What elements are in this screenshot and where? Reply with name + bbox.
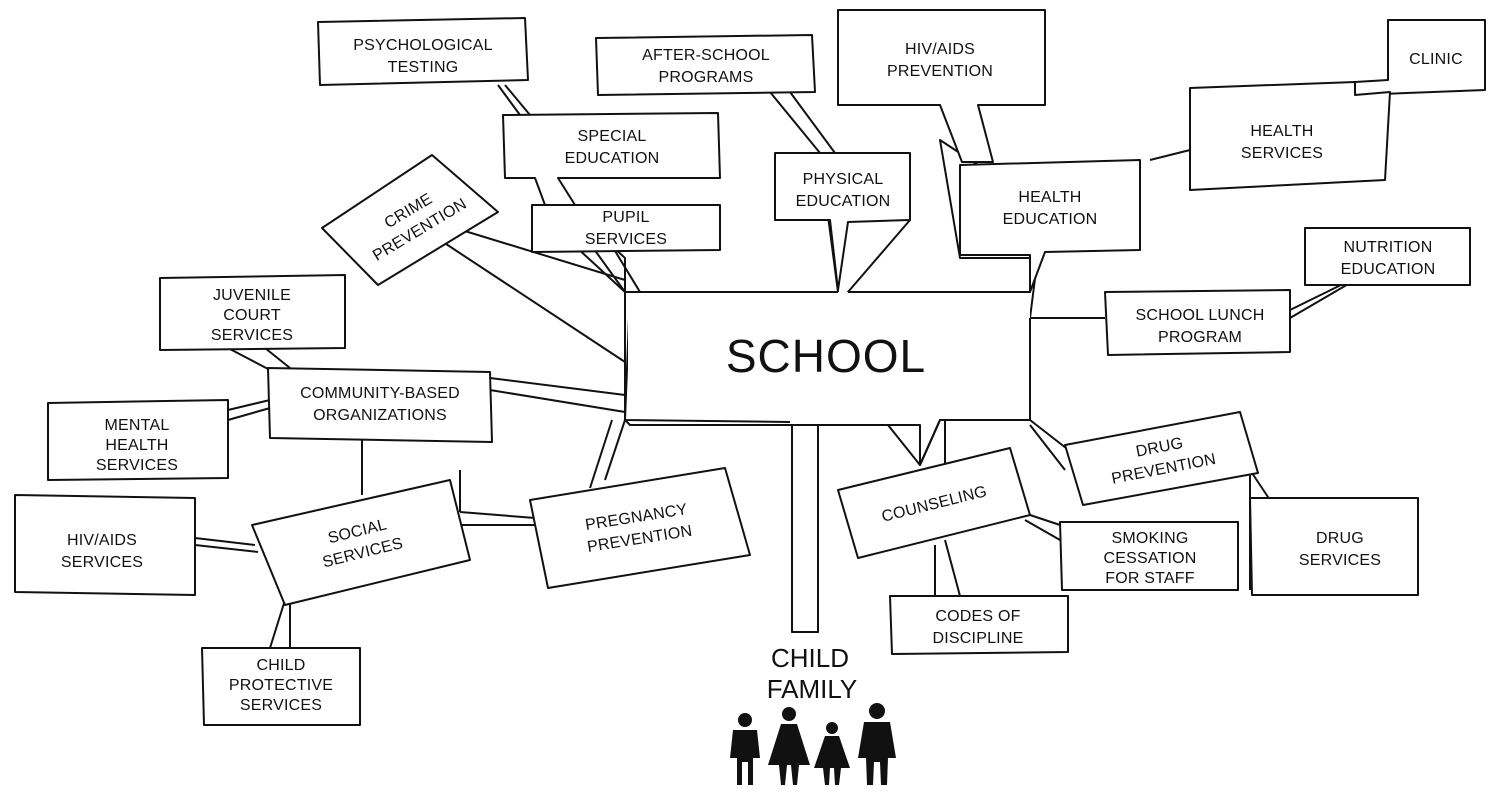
man-figure-icon: [730, 713, 760, 785]
connector-codes-counsel: [934, 539, 961, 597]
node-physical-education: PHYSICAL EDUCATION: [774, 152, 911, 291]
branch-pregnancy: [589, 419, 626, 489]
connector-mental-cbo: [227, 399, 271, 421]
node-psychological-testing: PSYCHOLOGICAL TESTING: [317, 17, 529, 86]
connector-nutrition-lunch: [1289, 282, 1351, 319]
node-pupil-services: PUPIL SERVICES: [531, 204, 721, 253]
psych-line1: PSYCHOLOGICAL: [353, 37, 493, 54]
woman-figure-icon: [768, 707, 810, 785]
juvenile-line2: COURT: [223, 307, 281, 324]
school-title: SCHOOL: [726, 330, 926, 382]
node-school-lunch-program: SCHOOL LUNCH PROGRAM: [1104, 289, 1291, 356]
juvenile-line1: JUVENILE: [213, 287, 291, 304]
hsvc-line1: HEALTH: [1250, 123, 1313, 140]
man-figure-icon: [858, 703, 896, 785]
base-label-child: CHILD: [771, 643, 849, 673]
lunch-line2: PROGRAM: [1158, 329, 1242, 346]
node-health-education: HEALTH EDUCATION: [959, 159, 1141, 293]
childprot-line1: CHILD: [256, 657, 305, 674]
branch-cbo-school: [489, 377, 626, 413]
branch-pupil: [574, 245, 641, 293]
cbo-line2: ORGANIZATIONS: [313, 407, 447, 424]
codes-line1: CODES OF: [935, 608, 1020, 625]
node-clinic: CLINIC: [1354, 19, 1486, 96]
family-figures-icon: [730, 703, 896, 785]
connector-social-pregnancy: [458, 511, 536, 526]
clinic-line1: CLINIC: [1409, 51, 1463, 68]
branch-lunch: [1029, 317, 1105, 420]
school-block: [628, 292, 1030, 422]
pupil-line1: PUPIL: [602, 209, 649, 226]
node-pregnancy-prevention: PREGNANCY PREVENTION: [529, 467, 751, 589]
drugsvc-line2: SERVICES: [1299, 552, 1381, 569]
hivprev-line1: HIV/AIDS: [905, 41, 975, 58]
pupil-line2: SERVICES: [585, 231, 667, 248]
special-line2: EDUCATION: [565, 150, 660, 167]
mental-line1: MENTAL: [105, 417, 170, 434]
psych-line2: TESTING: [388, 59, 459, 76]
hed-line2: EDUCATION: [1003, 211, 1098, 228]
trunk-column: [791, 424, 819, 633]
phys-line2: EDUCATION: [796, 193, 891, 210]
cbo-line1: COMMUNITY-BASED: [300, 385, 460, 402]
girl-figure-icon: [814, 722, 850, 785]
hivprev-line2: PREVENTION: [887, 63, 993, 80]
trunk-notch: [887, 424, 921, 466]
childprot-line2: PROTECTIVE: [229, 677, 333, 694]
smoking-line2: CESSATION: [1103, 550, 1196, 567]
base-label-family: FAMILY: [767, 674, 858, 704]
childprot-line3: SERVICES: [240, 697, 322, 714]
nutrition-line1: NUTRITION: [1344, 239, 1433, 256]
connector-juvenile-cbo: [227, 347, 291, 371]
connector-cbo-social: [361, 438, 461, 512]
node-drug-services: DRUG SERVICES: [1249, 497, 1419, 596]
codes-line2: DISCIPLINE: [933, 630, 1024, 647]
connector-after-phys: [769, 91, 836, 154]
lunch-line1: SCHOOL LUNCH: [1136, 307, 1265, 324]
branch-counsel: [919, 419, 946, 470]
node-juvenile-court-services: JUVENILE COURT SERVICES: [159, 274, 346, 351]
connector-smoking-counsel: [1024, 514, 1061, 541]
node-drug-prevention: DRUG PREVENTION: [1064, 411, 1259, 506]
node-hiv-aids-prevention: HIV/AIDS PREVENTION: [837, 9, 1046, 163]
node-special-education: SPECIAL EDUCATION: [502, 112, 721, 206]
node-mental-health-services: MENTAL HEALTH SERVICES: [47, 399, 229, 481]
node-counseling: COUNSELING: [837, 447, 1031, 559]
node-hiv-aids-services: HIV/AIDS SERVICES: [14, 494, 196, 596]
hivsvc-line2: SERVICES: [61, 554, 143, 571]
drugsvc-line1: DRUG: [1316, 530, 1364, 547]
node-smoking-cessation: SMOKING CESSATION FOR STAFF: [1059, 521, 1239, 591]
node-community-based-organizations: COMMUNITY-BASED ORGANIZATIONS: [267, 367, 493, 443]
mental-line2: HEALTH: [105, 437, 168, 454]
mental-line3: SERVICES: [96, 457, 178, 474]
node-codes-of-discipline: CODES OF DISCIPLINE: [889, 595, 1069, 655]
node-crime-prevention: CRIME PREVENTION: [321, 154, 499, 286]
after-line2: PROGRAMS: [659, 69, 754, 86]
connector-childprot-social: [269, 599, 291, 649]
phys-line1: PHYSICAL: [803, 171, 884, 188]
node-health-services: HEALTH SERVICES: [1189, 81, 1391, 191]
connector-psych-special: [497, 84, 531, 116]
nutrition-line2: EDUCATION: [1341, 261, 1436, 278]
juvenile-line3: SERVICES: [211, 327, 293, 344]
node-after-school-programs: AFTER-SCHOOL PROGRAMS: [595, 34, 816, 96]
hivsvc-line1: HIV/AIDS: [67, 532, 137, 549]
node-child-protective-services: CHILD PROTECTIVE SERVICES: [201, 647, 361, 726]
smoking-line3: FOR STAFF: [1105, 570, 1195, 587]
connector-hivsvc-social: [194, 537, 259, 553]
branch-crime: [439, 227, 626, 363]
hed-line1: HEALTH: [1018, 189, 1081, 206]
hsvc-line2: SERVICES: [1241, 145, 1323, 162]
special-line1: SPECIAL: [578, 128, 647, 145]
after-line1: AFTER-SCHOOL: [642, 47, 770, 64]
smoking-line1: SMOKING: [1112, 530, 1189, 547]
node-nutrition-education: NUTRITION EDUCATION: [1304, 227, 1471, 286]
node-social-services: SOCIAL SERVICES: [251, 479, 471, 606]
